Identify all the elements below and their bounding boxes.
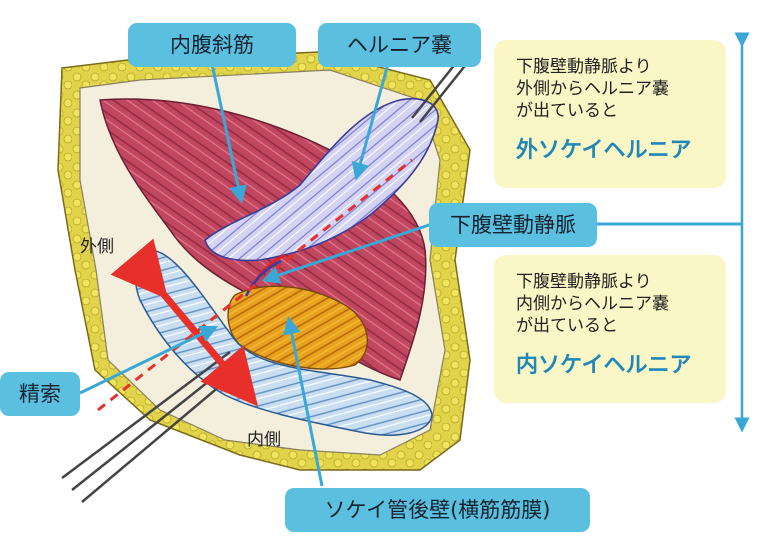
info-box-medial-hernia: 下腹壁動静脈より 内側からヘルニア嚢 が出ていると 内ソケイヘルニア bbox=[494, 255, 726, 403]
internal-oblique-label: 内腹斜筋 bbox=[128, 23, 296, 67]
info-line: 外側からヘルニア嚢 bbox=[516, 79, 669, 99]
info-line: が出ていると bbox=[516, 101, 618, 121]
lateral-hernia-title: 外ソケイヘルニア bbox=[516, 138, 692, 163]
leader-lines bbox=[79, 63, 742, 487]
info-line: 内側からヘルニア嚢 bbox=[516, 294, 669, 314]
hernia-sac-drawing bbox=[204, 98, 439, 262]
lateral-medial-arrow bbox=[110, 238, 259, 407]
spermatic-cord-label: 精索 bbox=[0, 372, 80, 416]
posterior-wall-label: ソケイ管後壁(横筋筋膜) bbox=[285, 488, 590, 532]
hernia-sac-label: ヘルニア嚢 bbox=[318, 23, 481, 67]
info-line: が出ていると bbox=[516, 316, 618, 336]
medial-hernia-title: 内ソケイヘルニア bbox=[516, 353, 692, 378]
info-box-lateral-hernia: 下腹壁動静脈より 外側からヘルニア嚢 が出ていると 外ソケイヘルニア bbox=[494, 40, 726, 188]
info-line: 下腹壁動静脈より bbox=[516, 272, 652, 292]
info-line: 下腹壁動静脈より bbox=[516, 57, 652, 77]
inferior-epigastric-label: 下腹壁動静脈 bbox=[429, 203, 597, 247]
medial-side-label: 内側 bbox=[247, 430, 281, 450]
lateral-side-label: 外側 bbox=[80, 237, 114, 257]
